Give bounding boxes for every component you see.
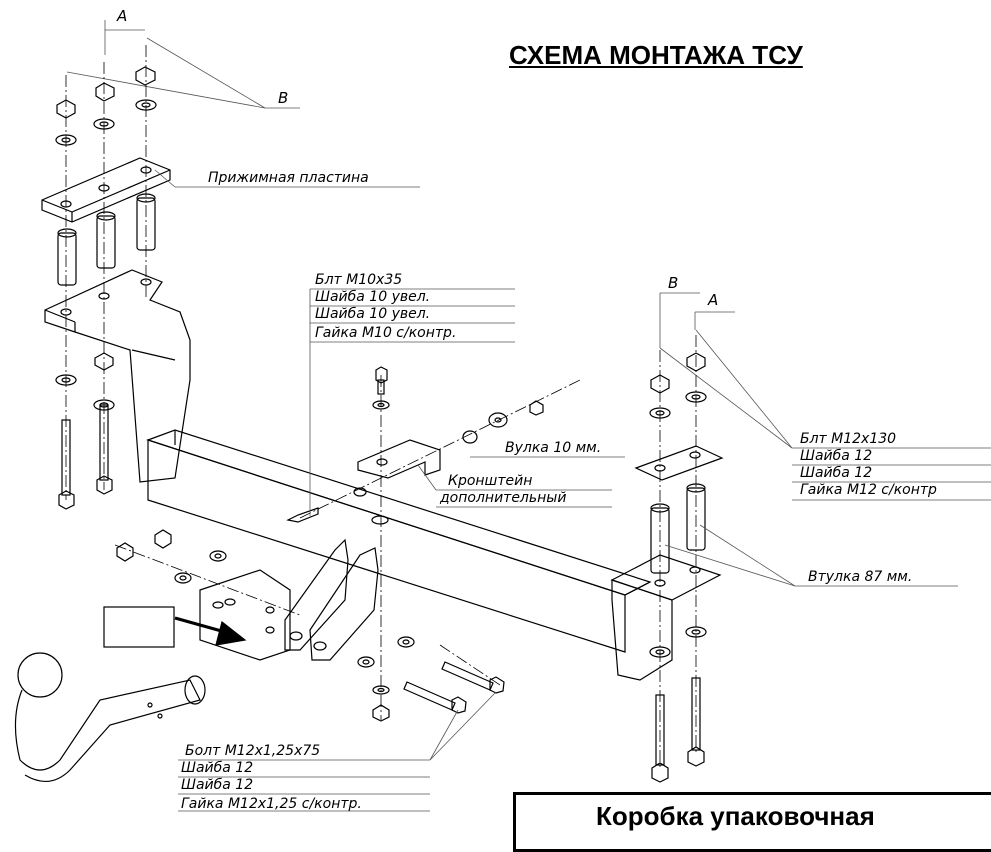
right-side-bracket (610, 554, 722, 681)
clamp-plate (41, 157, 171, 223)
label-washer12-c: Шайба 12 (181, 760, 254, 776)
label-washer10-1: Шайба 10 увел. (315, 289, 431, 305)
mark-a-right: A (708, 291, 719, 309)
label-sleeve10: Вулка 10 мм. (505, 440, 602, 456)
packing-box-frame: Коробка упаковочная (513, 792, 991, 852)
packing-box-text: Коробка упаковочная (596, 801, 875, 831)
ball-mount-plates (199, 538, 379, 661)
label-washer12-b: Шайба 12 (800, 465, 873, 481)
page-title: СХЕМА МОНТАЖА ТСУ (509, 40, 803, 70)
mark-b-right: B (668, 274, 679, 292)
label-bracket-2: дополнительный (440, 490, 567, 506)
right-fasteners (634, 352, 724, 783)
mark-b-top: B (278, 89, 289, 107)
main-crossbar (146, 429, 652, 653)
assembly-axes (65, 45, 697, 770)
label-sleeve87: Втулка 87 мм. (808, 569, 913, 585)
left-side-bracket (44, 269, 191, 483)
mark-a-top: A (117, 7, 128, 25)
label-bracket-1: Кронштейн (448, 473, 533, 489)
label-nut-m10: Гайка М10 с/контр. (315, 325, 457, 341)
label-washer12-a: Шайба 12 (800, 448, 873, 464)
sticker-arrow (103, 606, 247, 648)
left-bolts (55, 352, 115, 510)
extra-bracket-assembly (286, 366, 544, 525)
label-nut-m12-125: Гайка М12х1,25 с/контр. (181, 796, 362, 812)
towball (14, 652, 206, 782)
label-bolt-m10: Блт М10х35 (315, 272, 403, 288)
label-bolt-m12: Блт М12х130 (800, 431, 897, 447)
sleeves-left (57, 193, 156, 286)
label-bolt-m12-125: Болт М12х1,25х75 (185, 743, 321, 759)
label-washer10-2: Шайба 10 увел. (315, 306, 431, 322)
left-fasteners (55, 66, 157, 146)
label-nut-m12: Гайка М12 с/контр (800, 482, 937, 498)
label-clamp-plate: Прижимная пластина (208, 170, 369, 186)
label-leaders (154, 169, 991, 812)
label-washer12-d: Шайба 12 (181, 777, 254, 793)
reference-leaders (66, 20, 793, 449)
towbar-assembly-drawing (14, 20, 991, 812)
ball-mount-fasteners (116, 529, 505, 722)
